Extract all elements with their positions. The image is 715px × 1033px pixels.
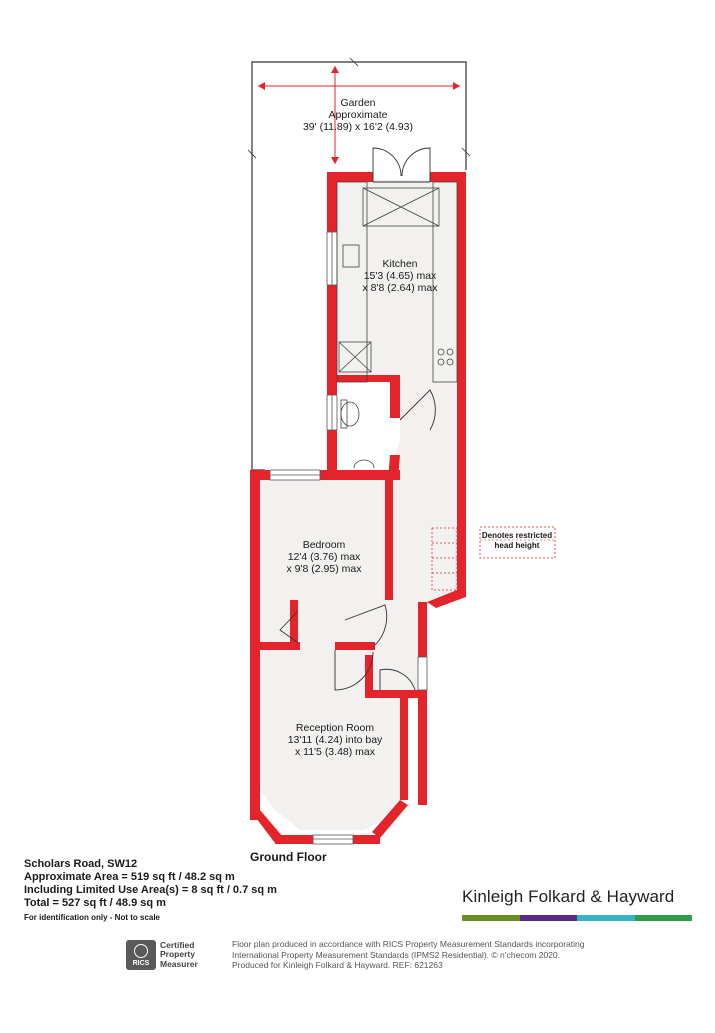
scale-note: For identification only - Not to scale [24,913,161,922]
legend-line-2: head height [495,541,540,550]
garden-line-1: Approximate [329,109,388,121]
windows [269,231,428,845]
floor-label: Ground Floor [250,850,327,864]
rics-logo-icon: RICS [126,940,156,970]
floor-plan: Denotes restricted head height Garden Ap… [247,57,556,845]
garden-name: Garden [340,97,375,109]
brand-color-bar [462,915,692,921]
rics-badge-text: RICS [132,959,150,967]
kitchen-label: Kitchen 15'3 (4.65) max x 8'8 (2.64) max [363,258,439,294]
disclaimer: Floor plan produced in accordance with R… [232,939,592,971]
disclaimer-line-1: Floor plan produced in accordance with R… [232,939,585,949]
reception-label: Reception Room 13'11 (4.24) into bay x 1… [288,722,383,758]
disclaimer-line-2: International Property Measurement Stand… [232,949,561,960]
reception-name: Reception Room [296,722,374,734]
brand-bar-segment-2 [519,915,577,921]
legend-line-1: Denotes restricted [482,531,552,540]
flat-floor [260,180,457,830]
rics-line-1: Certified [160,939,195,950]
walls [250,172,466,844]
french-doors [372,147,431,183]
garden-label: Garden Approximate 39' (11.89) x 16'2 (4… [303,97,413,133]
internal-doors [279,389,436,691]
reception-line-2: x 11'5 (3.48) max [295,746,376,758]
garden-area [247,57,471,471]
kitchen-name: Kitchen [382,258,417,270]
rics-text: Certified Property Measurer [160,939,198,970]
brand-bar-segment-1 [462,915,520,921]
garden-line-2: 39' (11.89) x 16'2 (4.93) [303,121,413,133]
brand-bar-segment-3 [577,915,635,921]
kitchen-fittings [336,181,458,383]
bedroom-line-1: 12'4 (3.76) max [288,551,361,563]
rics-line-3: Measurer [160,958,198,969]
restricted-head-height-legend: Denotes restricted head height [479,526,556,559]
property-info: Scholars Road, SW12 Approximate Area = 5… [24,858,277,924]
brand-bar-segment-4 [634,915,692,921]
address: Scholars Road, SW12 [24,858,138,870]
bedroom-line-2: x 9'8 (2.95) max [287,563,363,575]
bedroom-name: Bedroom [303,539,346,551]
reception-line-1: 13'11 (4.24) into bay [288,734,383,746]
total-area: Total = 527 sq ft / 48.9 sq m [24,897,166,909]
brand-logo-text: Kinleigh Folkard & Hayward [462,887,675,906]
approximate-area: Approximate Area = 519 sq ft / 48.2 sq m [24,871,235,883]
kitchen-line-1: 15'3 (4.65) max [364,270,437,282]
disclaimer-line-3: Produced for Kinleigh Folkard & Hayward.… [232,960,443,970]
bathroom-fittings [338,341,375,469]
rics-certification: RICS Certified Property Measurer [126,940,220,970]
rics-line-2: Property [160,949,195,960]
bedroom-label: Bedroom 12'4 (3.76) max x 9'8 (2.95) max [287,539,363,575]
restricted-head-height-area [431,527,458,591]
limited-use-area: Including Limited Use Area(s) = 8 sq ft … [24,884,277,896]
kitchen-line-2: x 8'8 (2.64) max [363,282,439,294]
